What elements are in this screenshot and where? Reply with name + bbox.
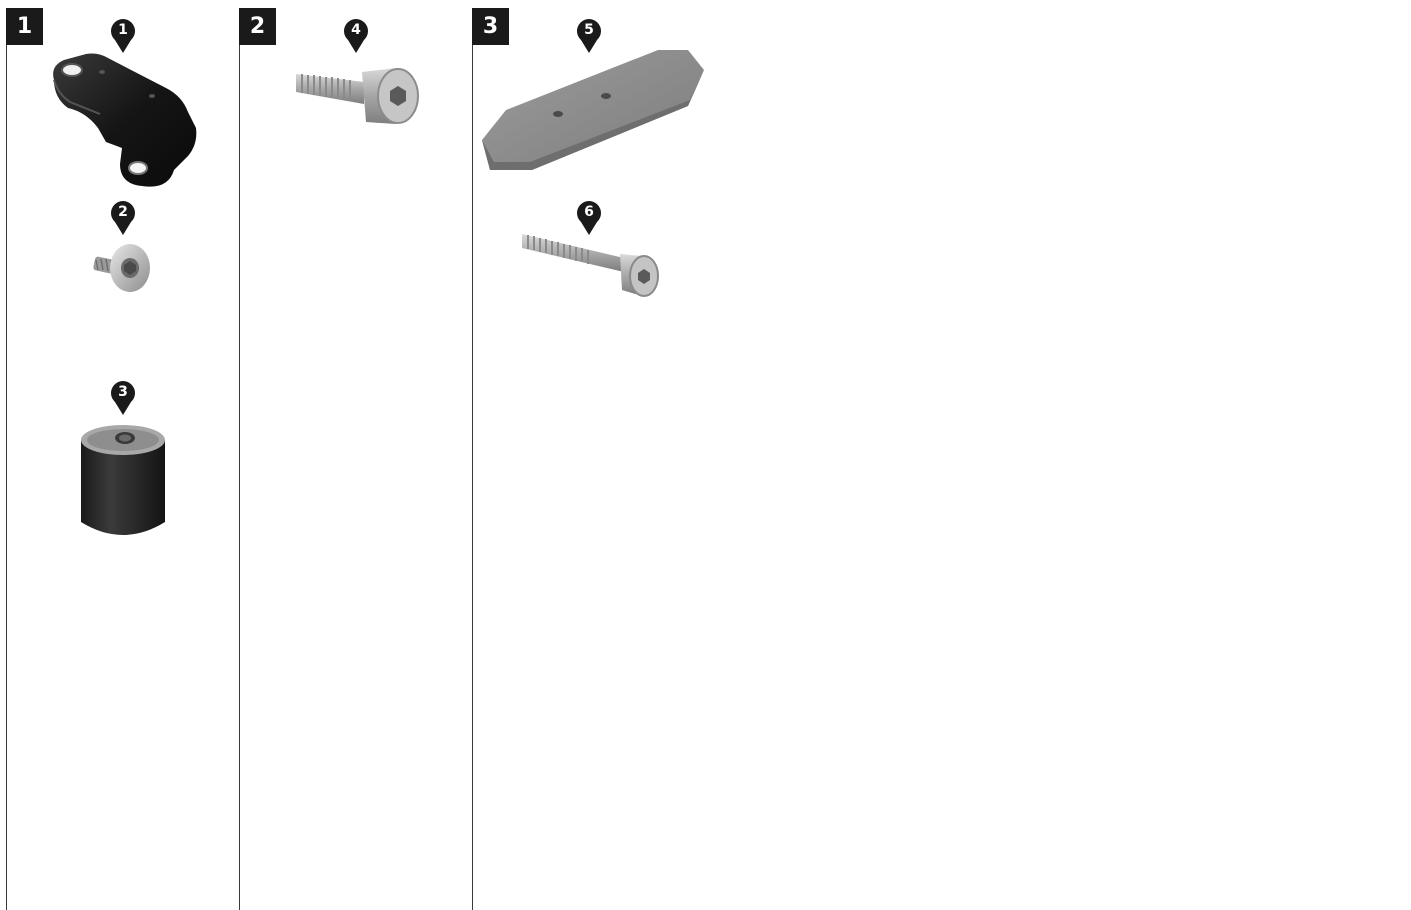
mounting-bracket-icon	[46, 52, 198, 196]
callout-3-marker: 3	[109, 378, 137, 416]
long-socket-head-bolt-icon	[520, 228, 662, 308]
step-1-badge: 1	[6, 8, 43, 45]
callout-3-number: 3	[109, 384, 137, 400]
socket-head-bolt-icon	[292, 62, 422, 136]
metal-plate-icon	[480, 48, 706, 178]
rubber-buffer-icon	[78, 422, 168, 546]
callout-6-number: 6	[575, 204, 603, 220]
step-2-divider	[239, 8, 240, 910]
step-1-divider	[6, 8, 7, 910]
countersunk-screw-icon	[92, 240, 154, 300]
callout-1-number: 1	[109, 22, 137, 38]
callout-4-marker: 4	[342, 16, 370, 54]
step-3-divider	[472, 8, 473, 910]
step-3-badge: 3	[472, 8, 509, 45]
callout-4-number: 4	[342, 22, 370, 38]
callout-2-marker: 2	[109, 198, 137, 236]
step-2-badge: 2	[239, 8, 276, 45]
callout-2-number: 2	[109, 204, 137, 220]
callout-5-number: 5	[575, 22, 603, 38]
callout-1-marker: 1	[109, 16, 137, 54]
